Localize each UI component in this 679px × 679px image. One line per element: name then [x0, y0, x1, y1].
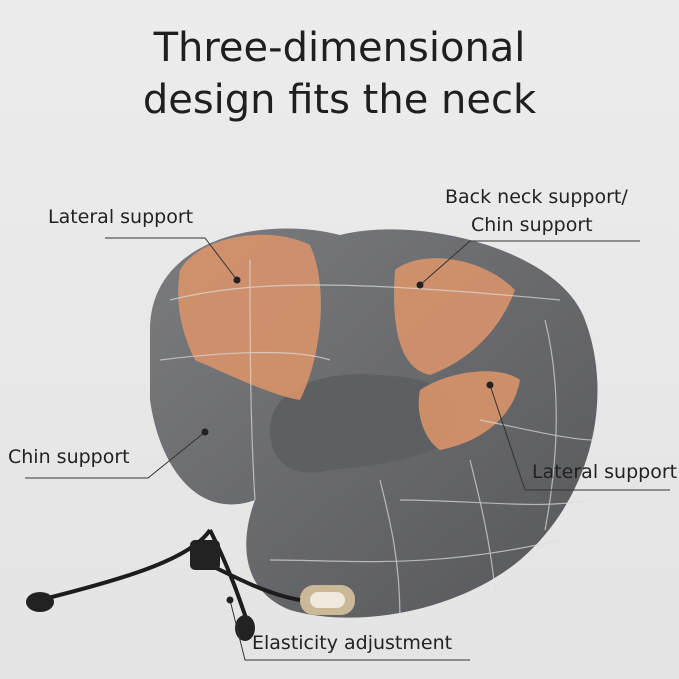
label-lateral-support-right: Lateral support: [532, 461, 678, 483]
label-chin-support-top: Chin support: [471, 214, 593, 236]
title-line-2: design fits the neck: [142, 77, 537, 123]
label-elasticity-adjustment: Elasticity adjustment: [252, 632, 453, 654]
label-back-neck-support: Back neck support/: [445, 186, 628, 208]
label-lateral-support-left: Lateral support: [48, 206, 194, 228]
title-line-1: Three-dimensional: [153, 25, 526, 71]
lateral-support-left-pad: [178, 234, 321, 400]
back-neck-pad: [394, 258, 515, 375]
pillow-hole: [270, 374, 462, 473]
lateral-support-right-pad: [418, 371, 520, 450]
label-chin-support: Chin support: [8, 446, 130, 468]
